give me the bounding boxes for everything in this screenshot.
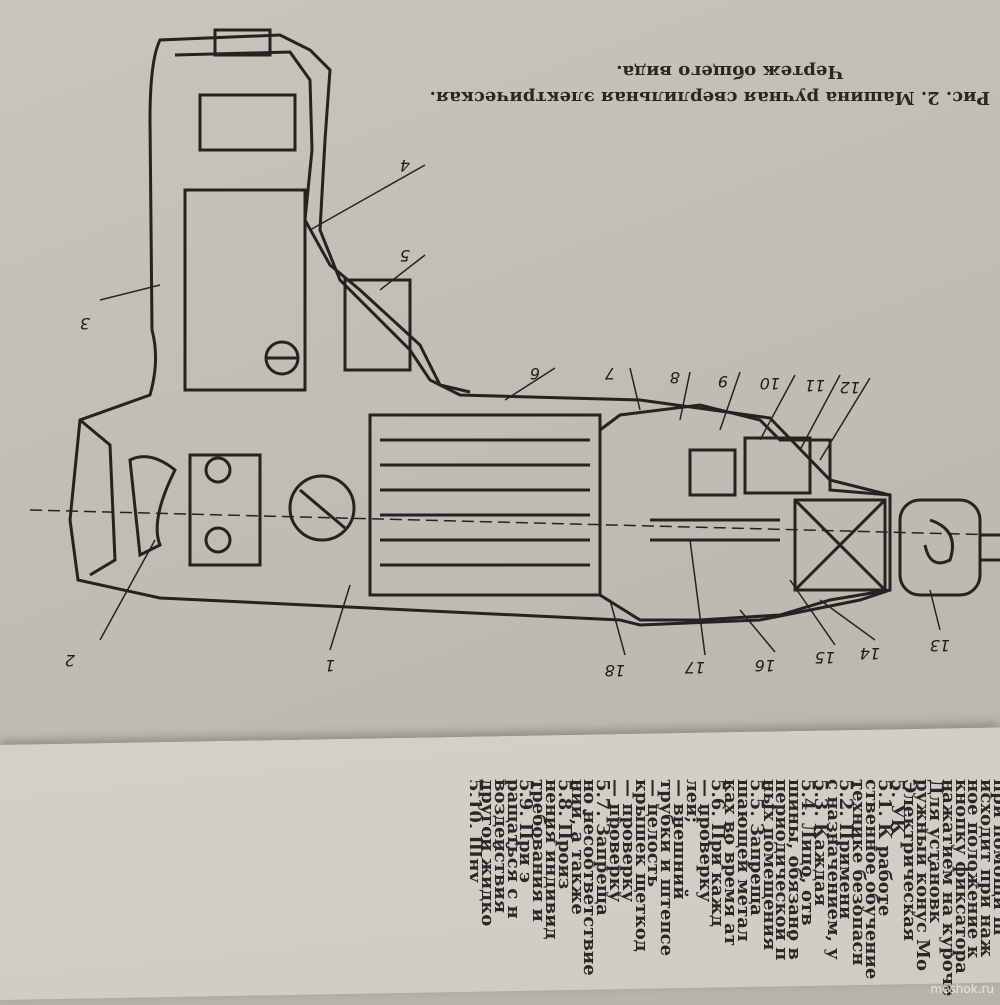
- chuck: [898, 498, 982, 597]
- switch-block: [183, 188, 307, 392]
- rear-cap: [79, 418, 117, 577]
- callout-15: 15: [815, 648, 835, 667]
- callout-16: 16: [755, 656, 775, 675]
- handle-outline: [68, 33, 892, 627]
- callout-8: 8: [670, 368, 680, 387]
- brush-holder: [188, 453, 262, 567]
- commutator: [288, 474, 356, 542]
- callout-14: 14: [860, 644, 880, 663]
- callout-13: 13: [930, 636, 950, 655]
- drawing-page: [0, 0, 1000, 760]
- handle-inner: [174, 50, 471, 394]
- watermark: meshok.ru: [930, 982, 994, 996]
- callout-1: 1: [325, 656, 335, 675]
- armature: [368, 413, 602, 597]
- trigger: [343, 278, 412, 372]
- callout-7: 7: [604, 364, 615, 383]
- cord-clamp: [198, 93, 297, 152]
- text-line: 5.10. Шну: [470, 779, 486, 883]
- callout-11: 11: [805, 376, 825, 395]
- callout-6: 6: [530, 364, 540, 383]
- callout-12: 12: [840, 378, 860, 397]
- pinion: [688, 448, 737, 497]
- callout-17: 17: [684, 658, 705, 677]
- callout-18: 18: [605, 661, 625, 680]
- gear: [743, 436, 812, 495]
- callout-2: 2: [65, 651, 75, 670]
- callout-9: 9: [718, 372, 728, 391]
- callout-4: 4: [400, 156, 410, 175]
- callout-10: 10: [760, 374, 780, 393]
- callout-3: 3: [80, 314, 90, 333]
- gearbox: [598, 403, 892, 622]
- spindle-bearing: [793, 498, 887, 592]
- callout-5: 5: [400, 246, 410, 265]
